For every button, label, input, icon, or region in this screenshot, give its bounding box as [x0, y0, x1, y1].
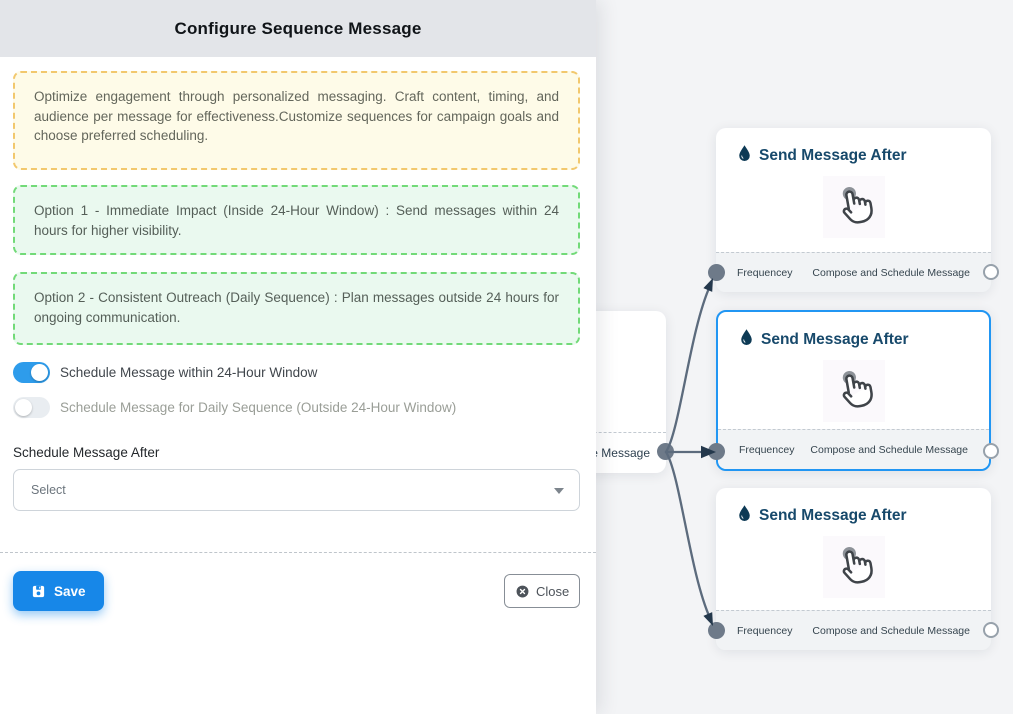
node2-input-handle[interactable] [708, 443, 725, 460]
tap-hand-icon[interactable] [822, 176, 885, 238]
port-label-frequency[interactable]: Frequencey [737, 624, 793, 637]
circle-x-icon [515, 584, 530, 599]
node-title-text: Send Message After [761, 330, 909, 348]
node-title-text: Send Message After [759, 146, 907, 164]
source-output-handle[interactable] [657, 443, 674, 460]
tap-hand-icon[interactable] [822, 536, 885, 598]
floppy-icon [31, 584, 46, 599]
flow-node-send-message-after-1[interactable]: Send Message After Frequencey Compose an… [716, 128, 991, 292]
water-drop-icon [739, 328, 754, 351]
close-button-label: Close [536, 583, 570, 599]
node3-output-handle[interactable] [983, 622, 999, 638]
schedule-after-select[interactable]: Select [13, 469, 580, 511]
option2-notice: Option 2 - Consistent Outreach (Daily Se… [13, 272, 580, 345]
flow-node-send-message-after-3[interactable]: Send Message After Frequencey Compose an… [716, 488, 991, 650]
footer-divider [0, 552, 596, 553]
toggle-daily-sequence[interactable] [13, 397, 50, 418]
port-label-frequency[interactable]: Frequencey [737, 266, 793, 279]
port-label-frequency[interactable]: Frequencey [739, 443, 795, 456]
toggle-within-24h-label: Schedule Message within 24-Hour Window [60, 365, 318, 380]
save-button-label: Save [54, 583, 86, 599]
tap-hand-icon[interactable] [822, 360, 885, 422]
toggle-knob [31, 364, 48, 381]
port-label-compose[interactable]: Compose and Schedule Message [812, 266, 970, 279]
configure-sequence-panel: Configure Sequence Message Optimize enga… [0, 0, 596, 611]
toggle-knob [15, 399, 32, 416]
port-label-compose[interactable]: Compose and Schedule Message [810, 443, 968, 456]
close-button[interactable]: Close [504, 574, 581, 608]
toggle-daily-sequence-label: Schedule Message for Daily Sequence (Out… [60, 400, 457, 415]
select-value: Select [31, 483, 66, 497]
toggle-within-24h[interactable] [13, 362, 50, 383]
node1-input-handle[interactable] [708, 264, 725, 281]
option1-notice: Option 1 - Immediate Impact (Inside 24-H… [13, 185, 580, 255]
node2-output-handle[interactable] [983, 443, 999, 459]
panel-title: Configure Sequence Message [174, 18, 422, 38]
water-drop-icon [737, 144, 752, 167]
chevron-down-icon [554, 488, 564, 494]
flow-node-send-message-after-2[interactable]: Send Message After Frequencey Compose an… [716, 310, 991, 471]
node3-input-handle[interactable] [708, 622, 725, 639]
node1-output-handle[interactable] [983, 264, 999, 280]
water-drop-icon [737, 504, 752, 527]
schedule-after-label: Schedule Message After [13, 445, 160, 460]
save-button[interactable]: Save [13, 571, 104, 611]
panel-header: Configure Sequence Message [0, 0, 596, 57]
intro-notice: Optimize engagement through personalized… [13, 71, 580, 170]
node-title-text: Send Message After [759, 506, 907, 524]
port-label-compose[interactable]: Compose and Schedule Message [812, 624, 970, 637]
